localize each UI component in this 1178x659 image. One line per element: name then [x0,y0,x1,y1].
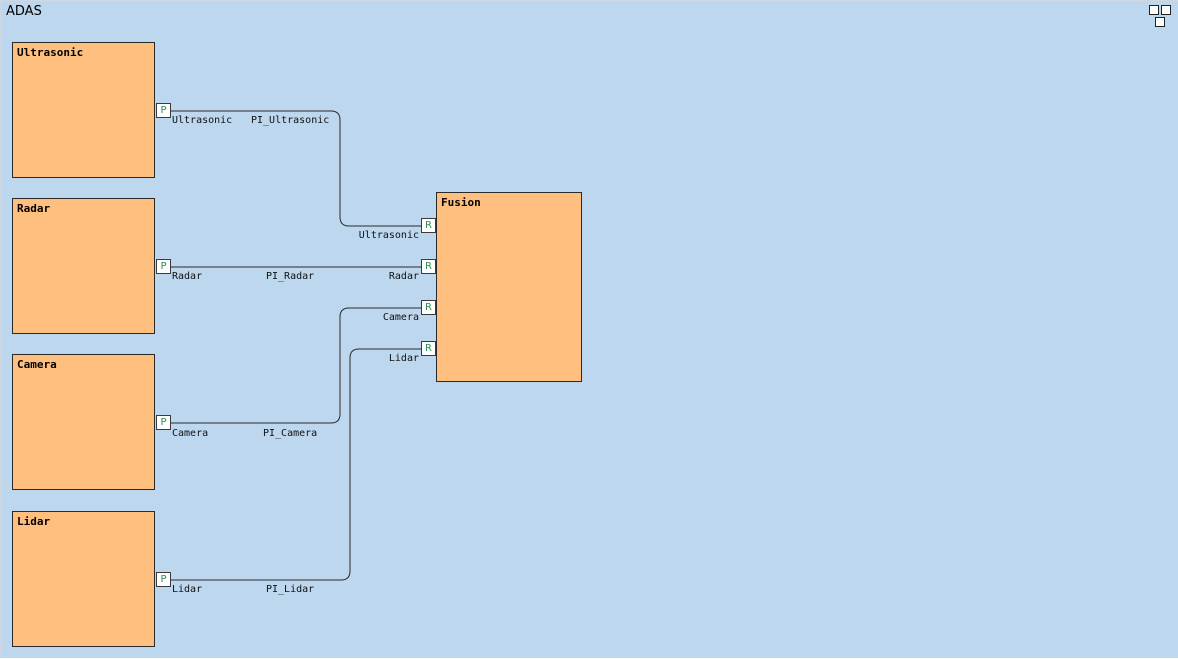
port-label: Lidar [388,353,419,364]
component-name: Radar [17,202,51,215]
component-fusion[interactable]: Fusion [436,192,582,382]
provide-port-camera[interactable]: P [156,415,171,430]
layout-square-icon [1161,5,1171,15]
interface-label: PI_Lidar [266,584,315,595]
connector-camera [171,307,421,424]
port-label: Lidar [172,584,203,595]
component-lidar[interactable]: Lidar [12,511,155,647]
layout-square-icon [1149,5,1159,15]
require-port-ultrasonic[interactable]: R [421,218,436,233]
component-name: Camera [17,358,57,371]
component-name: Lidar [17,515,51,528]
port-label: Camera [382,312,419,323]
layout-toggle-icon[interactable] [1149,5,1175,29]
component-radar[interactable]: Radar [12,198,155,334]
require-port-lidar[interactable]: R [421,341,436,356]
require-port-radar[interactable]: R [421,259,436,274]
component-camera[interactable]: Camera [12,354,155,490]
component-name: Fusion [441,196,481,209]
port-label: Ultrasonic [172,115,233,126]
connector-lidar [171,348,421,581]
interface-label: PI_Radar [266,271,315,282]
provide-port-radar[interactable]: P [156,259,171,274]
port-label: Radar [172,271,203,282]
interface-label: PI_Camera [263,428,318,439]
component-name: Ultrasonic [17,46,84,59]
connector-ultrasonic [171,110,421,227]
layout-square-icon [1155,17,1165,27]
port-label: Camera [172,428,209,439]
component-ultrasonic[interactable]: Ultrasonic [12,42,155,178]
port-label: Radar [388,271,419,282]
interface-label: PI_Ultrasonic [251,115,330,126]
port-label: Ultrasonic [358,230,419,241]
require-port-camera[interactable]: R [421,300,436,315]
diagram-title: ADAS [6,4,42,19]
provide-port-lidar[interactable]: P [156,572,171,587]
provide-port-ultrasonic[interactable]: P [156,103,171,118]
